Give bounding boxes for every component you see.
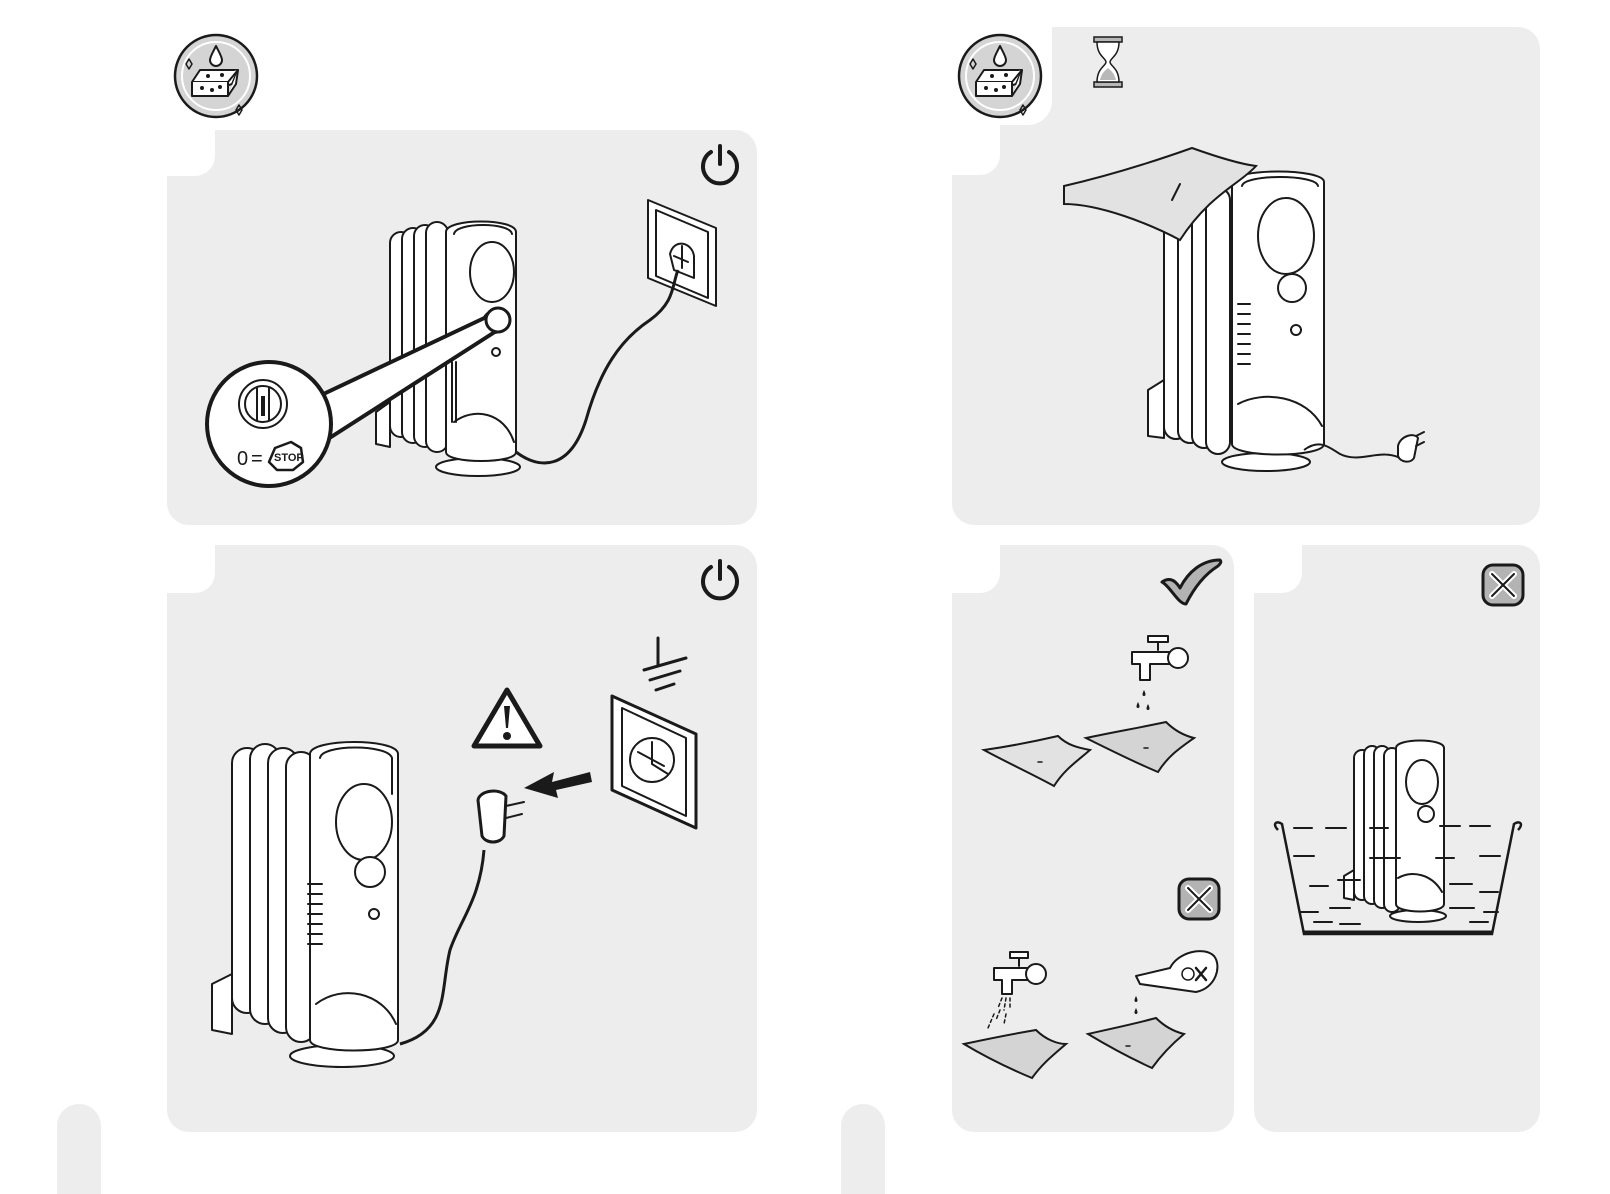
heater-in-water-tub [1270,736,1526,942]
hourglass-icon [1092,36,1124,88]
panel-no-immersion-tab [1254,545,1302,593]
power-cord [1300,424,1430,474]
damp-cloth [1084,718,1196,776]
stop-label: STOP [274,452,304,464]
power-cord [500,240,700,480]
damp-cloth [982,734,1092,790]
cleaning-sponge-icon [956,32,1044,120]
panel-cool-down-tab-step [952,125,1000,175]
page-stub-right [841,1104,885,1194]
tap [980,950,1050,1040]
wall-socket [608,694,700,830]
power-icon [698,557,742,601]
dial-magnifier: 0 = STOP [205,300,515,490]
power-icon [698,142,742,186]
cloth [1060,144,1260,244]
cleaning-sponge-icon [172,32,260,120]
tap [1120,634,1196,724]
chemical-bottle [1130,944,1222,1024]
warning-icon [470,686,544,752]
panel-switch-off-tab [167,130,215,176]
cross-icon [1480,562,1526,608]
ground-symbol-icon [636,636,696,700]
wet-cloth [1086,1016,1186,1070]
cross-icon [1176,876,1222,922]
page-stub-left [57,1104,101,1194]
panel-damp-cloth-tab [952,545,1000,593]
check-icon [1158,556,1224,608]
dial-zero-label: 0 [237,448,248,470]
wet-cloth [962,1028,1068,1080]
unplug-arrow [522,764,592,804]
dial-equals-label: = [251,448,263,470]
heater [212,734,412,1074]
panel-unplug-tab [167,545,215,593]
